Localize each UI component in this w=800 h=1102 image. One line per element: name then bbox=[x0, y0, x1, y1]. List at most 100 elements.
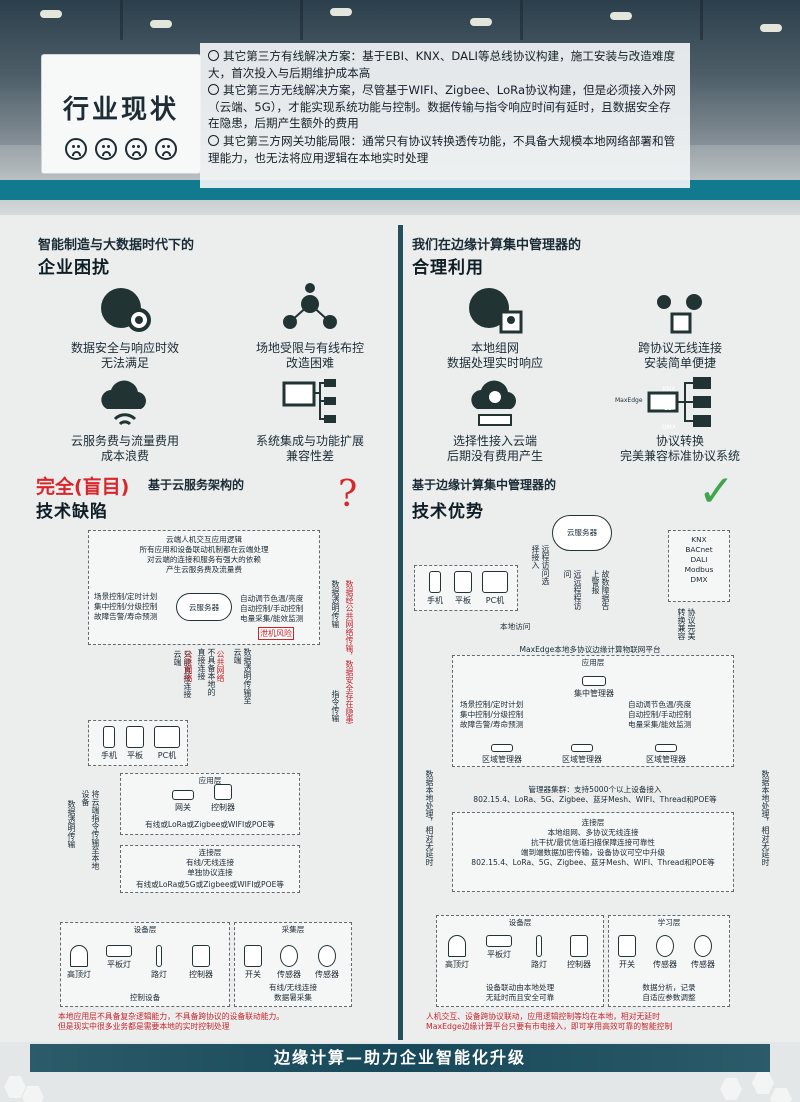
icon-item-site-limit: 场地受限与有线布控 改造困难 bbox=[225, 282, 395, 371]
check-mark-icon: ✓ bbox=[698, 466, 735, 517]
left-bottom-note: 本地应用层不具备复杂逻辑能力，不具备跨协议的设备联动能力。但是现实中很多业务都是… bbox=[58, 1012, 285, 1031]
left-tech-subtitle: 基于云服务架构的 bbox=[148, 478, 245, 492]
footer: 边缘计算—助力企业智能化升级 bbox=[0, 1042, 800, 1102]
local-access-note: 本地访问 bbox=[500, 622, 531, 631]
blind-label: 完全(盲目) bbox=[36, 476, 130, 498]
gateway-device: 网关 bbox=[166, 790, 200, 813]
protocol-list-box bbox=[668, 530, 730, 602]
sad-faces bbox=[42, 138, 200, 160]
zone-manager: 区域管理器 bbox=[476, 744, 528, 765]
cloud-server-icon bbox=[176, 593, 232, 621]
remote-access-note: 远程访问选择接入 bbox=[531, 545, 550, 585]
public-net-tag: 公共网络 bbox=[216, 650, 225, 682]
conn-layer-box bbox=[452, 812, 734, 892]
sad-face-icon bbox=[208, 50, 219, 61]
sad-face-icon bbox=[208, 134, 219, 146]
cloud-server-icon bbox=[552, 515, 612, 551]
cloud-server-label: 云服务器 bbox=[188, 603, 220, 612]
left-heading: 企业困扰 bbox=[38, 258, 110, 278]
conn-protocols: 有线或LoRa或5G或Zigbee或WIFI或POE等 bbox=[136, 880, 284, 889]
only-cloud-note: 只能直接连接云端 bbox=[173, 650, 192, 698]
conn-layer-text: 连接层有线/无线连接单独协议连接 bbox=[185, 848, 235, 877]
protocol-chip-icon bbox=[647, 377, 711, 427]
question-mark-icon: ? bbox=[338, 474, 358, 515]
icon-item-local-network: 本地组网 数据处理实时响应 bbox=[410, 282, 580, 371]
controller-device: 控制器 bbox=[184, 945, 218, 980]
device-layer-box bbox=[436, 915, 604, 1007]
panel-lamp: 平板灯 bbox=[102, 945, 136, 970]
cloud-right-list: 自动调节色温/亮度自动控制/手动控制电量采集/能效监测 bbox=[240, 594, 304, 623]
issue-item: 其它第三方有线解决方案：基于EBI、KNX、DALI等总线协议构建，施工安装与改… bbox=[208, 49, 676, 80]
left-subtitle: 智能制造与大数据时代下的 bbox=[38, 238, 195, 253]
cloud-server-label: 云服务器 bbox=[566, 528, 598, 537]
conn-layer-box bbox=[120, 845, 300, 893]
pc-device: PC机 bbox=[478, 571, 512, 606]
column-divider bbox=[398, 225, 403, 1040]
icon-item-data-security: 数据安全与响应时效 无法满足 bbox=[40, 282, 210, 371]
left-local-note: 数据本地处理，相对无延时 bbox=[425, 770, 434, 866]
sensor-device: 传感器 bbox=[310, 945, 344, 980]
right-heading: 合理利用 bbox=[412, 258, 484, 278]
cloud-pin-icon bbox=[471, 380, 516, 426]
collect-notes: 有线/无线连接数据暑采集 bbox=[268, 983, 318, 1002]
tablet-device: 平板 bbox=[446, 571, 480, 606]
cmd-trans-note: 指令传输 bbox=[331, 690, 340, 722]
industry-status-card: 行业现状 bbox=[42, 55, 200, 173]
sad-face-icon bbox=[125, 138, 147, 160]
switch-device: 开关 bbox=[610, 935, 644, 970]
device-layer-label: 设备层 bbox=[508, 918, 532, 927]
collect-layer-label: 采集层 bbox=[281, 925, 305, 934]
sensor-device: 传感器 bbox=[686, 935, 720, 970]
sad-face-icon bbox=[95, 138, 117, 160]
leak-risk-tag: 泄机风险 bbox=[258, 627, 294, 640]
footer-slogan: 边缘计算—助力企业智能化升级 bbox=[30, 1044, 770, 1072]
conn-layer-text: 连接层本地组网、多协议无线连接 抗干扰/最优信道扫描保障连接可靠性端到端数据加密… bbox=[471, 818, 715, 867]
cloud-app-box bbox=[88, 530, 320, 645]
right-tech-heading: 技术优势 bbox=[412, 502, 484, 522]
app-layer-label: 应用层 bbox=[581, 658, 605, 667]
learn-layer-box bbox=[608, 915, 730, 1007]
sad-face-icon bbox=[208, 84, 219, 96]
right-tech-subtitle: 基于边缘计算集中管理器的 bbox=[412, 478, 557, 492]
cloud-cmd-note: 将云端指令传输至本地设备 bbox=[81, 790, 100, 870]
app-layer-label: 应用层 bbox=[198, 776, 222, 785]
phone-device: 手机 bbox=[92, 726, 126, 761]
controller-device: 控制器 bbox=[206, 784, 240, 813]
upload-note: 数据透明传输至云端 bbox=[233, 648, 252, 704]
learn-notes: 数据分析，记录自适应参数调整 bbox=[642, 983, 696, 1002]
panel-lamp: 平板灯 bbox=[482, 935, 516, 960]
phone-device: 手机 bbox=[418, 571, 452, 606]
sensor-device: 传感器 bbox=[648, 935, 682, 970]
sensor-device: 传感器 bbox=[272, 945, 306, 980]
issue-item: 其它第三方网关功能局限：通常只有协议转换透传功能，不具备大规模本地网络部署和管理… bbox=[208, 133, 676, 165]
data-left-note: 数据透明传输 bbox=[67, 800, 76, 848]
icon-item-protocol-convert: 协议转换 完美兼容标准协议系统 bbox=[590, 375, 770, 464]
compat-note: 协议完美转换兼容 bbox=[677, 608, 696, 640]
icon-item-cloud-fee: 云服务费与流量费用 成本浪费 bbox=[40, 375, 210, 464]
monitor-network-icon bbox=[282, 379, 336, 423]
cloud-notes: 云端人机交互应用逻辑所有应用和设备联动机制都在云端处理 对云端的连接和服务有强大… bbox=[139, 535, 269, 574]
highbay-lamp: 高顶灯 bbox=[440, 935, 474, 970]
right-left-list: 场景控制/定时计划集中控制/分级控制故障告警/寿命预测 bbox=[460, 700, 524, 729]
street-lamp: 路灯 bbox=[142, 945, 176, 980]
remote-ctrl-note: 远远程程访问 bbox=[563, 570, 582, 610]
learn-layer-label: 学习层 bbox=[657, 918, 681, 927]
highbay-lamp: 高顶灯 bbox=[62, 945, 96, 980]
zone-manager: 区域管理器 bbox=[556, 744, 608, 765]
right-right-list: 自动调节色温/亮度自动控制/手动控制电量采集/能效监测 bbox=[628, 700, 692, 729]
bulb-chip-icon bbox=[657, 294, 702, 334]
cloud-wireless-icon bbox=[101, 380, 146, 426]
maxedge-chip: MaxEdge bbox=[615, 397, 643, 404]
street-lamp: 路灯 bbox=[522, 935, 556, 970]
central-manager: 集中管理器 bbox=[574, 676, 614, 699]
device-notes: 设备联动由本地处理无延时而且安全可靠 bbox=[485, 983, 555, 1002]
switch-device: 开关 bbox=[236, 945, 270, 980]
platform-title: MaxEdge本地多协议边缘计算物联网平台 bbox=[519, 645, 661, 654]
icon-item-cloud-access: 选择性接入云端 后期没有费用产生 bbox=[410, 375, 580, 464]
cloud-left-list: 场景控制/定时计划集中控制/分级控制故障告警/寿命预测 bbox=[94, 592, 158, 621]
data-trans-note: 数据透明传输 bbox=[331, 580, 340, 628]
icon-item-cross-protocol: 跨协议无线连接 安装简单便捷 bbox=[590, 282, 770, 371]
sad-face-icon bbox=[155, 138, 177, 160]
